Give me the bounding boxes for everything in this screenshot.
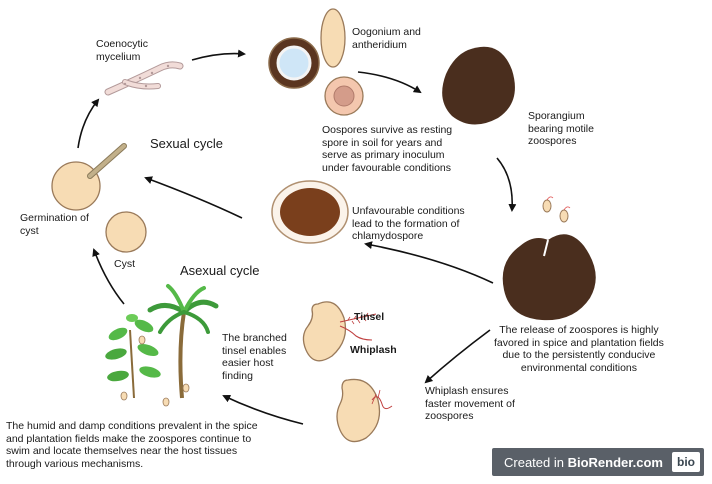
arrow-zoospore-to-plants (222, 394, 304, 425)
chlamydospore-illustration (271, 180, 349, 244)
host-plants-illustration (105, 284, 219, 407)
arrow-chlamydospore-to-germination (144, 176, 243, 219)
arrow-release-to-chlamydospore (364, 241, 494, 284)
arrow-oogonium-to-sporangium (357, 71, 422, 94)
arrow-sporangium-to-release (496, 157, 517, 212)
sporangium-illustration (442, 46, 515, 125)
biflagellate-zoospore-illustration (302, 301, 377, 362)
label-whiplash-movement: Whiplash ensures faster movement of zoos… (425, 385, 515, 422)
label-oospores: Oospores survive as resting spore in soi… (322, 124, 453, 174)
arrow-mycelium-to-oogonium (191, 49, 246, 61)
zoospore-release-illustration (502, 196, 596, 321)
label-asexual-cycle: Asexual cycle (180, 263, 260, 278)
coenocytic-mycelium-illustration (104, 61, 184, 96)
label-tinsel: Tinsel (354, 311, 385, 323)
label-cyst: Cyst (114, 258, 135, 270)
arrow-plants-to-cyst (92, 248, 125, 305)
label-sporangium: Sporangium bearing motile zoospores (528, 110, 594, 147)
label-zoospore-release: The release of zoospores is highly favor… (494, 324, 664, 374)
germinating-cyst-illustration (51, 143, 127, 211)
label-unfavourable-conditions: Unfavourable conditions lead to the form… (352, 205, 465, 242)
label-germination-of-cyst: Germination of cyst (20, 212, 89, 237)
credit-prefix: Created in (504, 454, 568, 470)
biorender-credit-badge[interactable]: Created in BioRender.com bio (492, 448, 704, 476)
label-humid-conditions: The humid and damp conditions prevalent … (6, 420, 258, 470)
label-sexual-cycle: Sexual cycle (150, 136, 223, 151)
label-branched-tinsel: The branched tinsel enables easier host … (222, 332, 287, 382)
arrow-germination-to-mycelium (77, 98, 100, 149)
credit-brand: BioRender.com (567, 454, 663, 470)
label-whiplash: Whiplash (350, 344, 397, 356)
biorender-logo-icon: bio (672, 452, 700, 472)
cyst-illustration (105, 211, 147, 253)
swimming-zoospore-illustration (336, 378, 393, 443)
label-oogonium-antheridium: Oogonium and antheridium (352, 26, 421, 51)
arrow-release-to-zoospore (424, 329, 491, 384)
label-coenocytic-mycelium: Coenocytic mycelium (96, 38, 148, 63)
oogonium-antheridium-illustration (268, 8, 364, 116)
credit-text: Created in BioRender.com (504, 455, 663, 470)
